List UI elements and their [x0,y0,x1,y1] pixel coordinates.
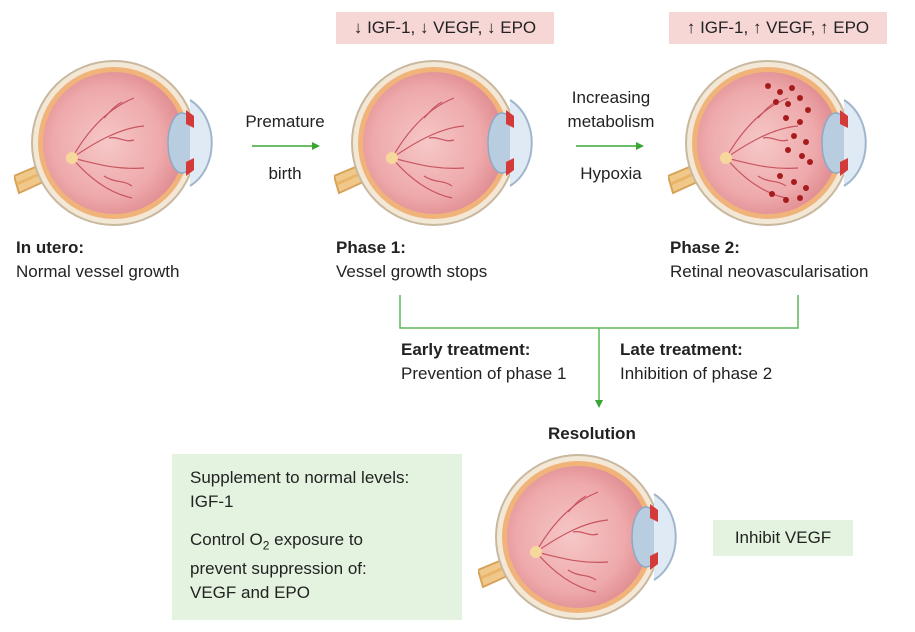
hemorrhage-dot [791,133,797,139]
transition1-top: Premature [245,112,325,131]
hemorrhage-dot [797,195,803,201]
transition2-top-line1: Increasing [571,88,651,107]
early-box-line2: IGF-1 [190,492,234,511]
transition1-bottom: birth [268,164,302,183]
arrow-right-icon [252,142,320,150]
early-box-line4: prevent suppression of: [190,559,367,579]
late-treatment-title: Late treatment: [620,340,743,359]
phase1-desc: Vessel growth stops [336,262,488,281]
phase2-markers: ↑ IGF-1, ↑ VEGF, ↑ EPO [669,12,887,44]
phase2-desc: Retinal neovascularisation [670,262,869,281]
hemorrhage-dot [807,159,813,165]
hemorrhage-dot [769,191,775,197]
arrow-right-icon [576,142,644,150]
early-box-line1: Supplement to normal levels: [190,468,410,487]
hemorrhage-dot [773,99,779,105]
hemorrhage-dot [803,139,809,145]
hemorrhage-dot [777,173,783,179]
resolution-label: Resolution [548,424,636,443]
early-treatment-desc: Prevention of phase 1 [401,364,567,383]
hemorrhage-dot [803,185,809,191]
early-box-line5: VEGF and EPO [190,583,310,603]
hemorrhage-dot [783,115,789,121]
hemorrhage-dot [785,147,791,153]
hemorrhage-dot [777,89,783,95]
phase1-markers: ↓ IGF-1, ↓ VEGF, ↓ EPO [336,12,554,44]
hemorrhage-dot [783,197,789,203]
utero-title: In utero: [16,238,84,257]
hemorrhage-dot [799,153,805,159]
transition2-top-line2: metabolism [567,112,655,131]
phase2-title: Phase 2: [670,238,740,257]
hemorrhage-dot [805,107,811,113]
hemorrhage-dot [797,119,803,125]
utero-desc: Normal vessel growth [16,262,180,281]
early-treatment-title: Early treatment: [401,340,531,359]
late-treatment-desc: Inhibition of phase 2 [620,364,773,383]
phase1-title: Phase 1: [336,238,406,257]
hemorrhage-dot [791,179,797,185]
early-box-line3: Control O2 exposure to [190,530,363,553]
late-treatment-box: Inhibit VEGF [713,520,853,556]
hemorrhage-dot [765,83,771,89]
hemorrhage-dot [797,95,803,101]
hemorrhage-spots [765,83,813,203]
early-treatment-box: Supplement to normal levels: IGF-1 Contr… [172,454,462,620]
transition2-bottom: Hypoxia [580,164,642,183]
hemorrhage-dot [789,85,795,91]
eye-phase2-illustration [668,58,868,228]
hemorrhage-dot [785,101,791,107]
